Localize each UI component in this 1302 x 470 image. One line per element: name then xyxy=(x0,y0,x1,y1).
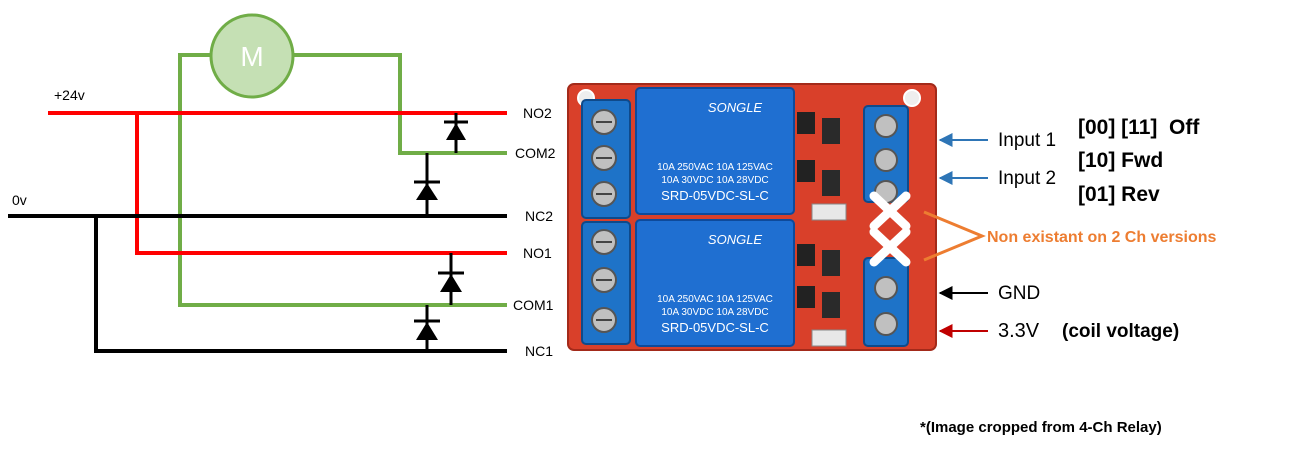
label-ground-supply: 0v xyxy=(12,192,27,208)
annotations: Input 1 Input 2 [00] [11] Off [10] Fwd [… xyxy=(920,116,1216,436)
positive-wires xyxy=(48,111,507,255)
relay-2-model: SRD-05VDC-SL-C xyxy=(661,188,769,203)
input-2-label: Input 2 xyxy=(998,168,1056,189)
label-nc1: NC1 xyxy=(525,343,553,359)
right-terminal-block xyxy=(863,105,909,347)
diodes xyxy=(414,113,468,351)
non-existent-bracket xyxy=(923,210,986,262)
diode-relay1-upper xyxy=(438,253,464,305)
relay-1: SONGLE 10A 250VAC 10A 125VAC 10A 30VDC 1… xyxy=(635,219,795,347)
diode-relay2-upper xyxy=(444,113,468,153)
relay-1-model: SRD-05VDC-SL-C xyxy=(661,320,769,335)
mount-hole-right xyxy=(903,89,921,107)
motor: M xyxy=(209,13,295,99)
relay-2-rating-ac: 10A 250VAC 10A 125VAC xyxy=(657,162,773,173)
non-existent-label: Non existant on 2 Ch versions xyxy=(987,229,1216,246)
diode-relay2-lower xyxy=(414,153,440,216)
label-com1: COM1 xyxy=(513,297,554,313)
motor-symbol xyxy=(209,13,295,99)
label-com2: COM2 xyxy=(515,145,556,161)
relay-2: SONGLE 10A 250VAC 10A 125VAC 10A 30VDC 1… xyxy=(635,87,795,215)
relay-board: SONGLE 10A 250VAC 10A 125VAC 10A 30VDC 1… xyxy=(567,83,937,351)
label-no2: NO2 xyxy=(523,105,552,121)
wire-nc1 xyxy=(94,216,507,353)
ground-wires xyxy=(8,214,507,353)
label-no1: NO1 xyxy=(523,245,552,261)
coil-voltage-value: 3.3V xyxy=(998,320,1040,342)
relay-1-rating-dc: 10A 30VDC 10A 28VDC xyxy=(661,307,768,318)
state-off-label: [00] [11] Off xyxy=(1078,116,1200,139)
terminal-block-relay2 xyxy=(581,99,631,219)
schematic-labels: +24v 0v NO2 COM2 NC2 NO1 COM1 NC1 xyxy=(12,87,556,359)
board-components xyxy=(797,112,847,347)
terminal-block-relay1 xyxy=(581,221,631,345)
input-1-label: Input 1 xyxy=(998,130,1056,151)
label-positive-supply: +24v xyxy=(54,87,85,103)
diode-relay1-lower xyxy=(414,305,440,351)
coil-voltage-note: (coil voltage) xyxy=(1062,321,1179,342)
label-nc2: NC2 xyxy=(525,208,553,224)
removed-pin-marks xyxy=(869,191,911,267)
wire-no1 xyxy=(135,113,507,255)
motor-wires xyxy=(178,53,507,307)
motor-wire-com2 xyxy=(293,53,507,155)
state-fwd-label: [10] Fwd xyxy=(1078,149,1163,172)
relay-2-brand: SONGLE xyxy=(708,100,763,115)
gnd-label: GND xyxy=(998,283,1040,304)
relay-2-rating-dc: 10A 30VDC 10A 28VDC xyxy=(661,175,768,186)
footnote: *(Image cropped from 4-Ch Relay) xyxy=(920,419,1162,436)
motor-wire-com1 xyxy=(178,53,507,307)
motor-label: M xyxy=(240,41,263,72)
relay-1-brand: SONGLE xyxy=(708,232,763,247)
state-rev-label: [01] Rev xyxy=(1078,183,1160,206)
relay-1-rating-ac: 10A 250VAC 10A 125VAC xyxy=(657,294,773,305)
schematic: M xyxy=(8,13,556,359)
